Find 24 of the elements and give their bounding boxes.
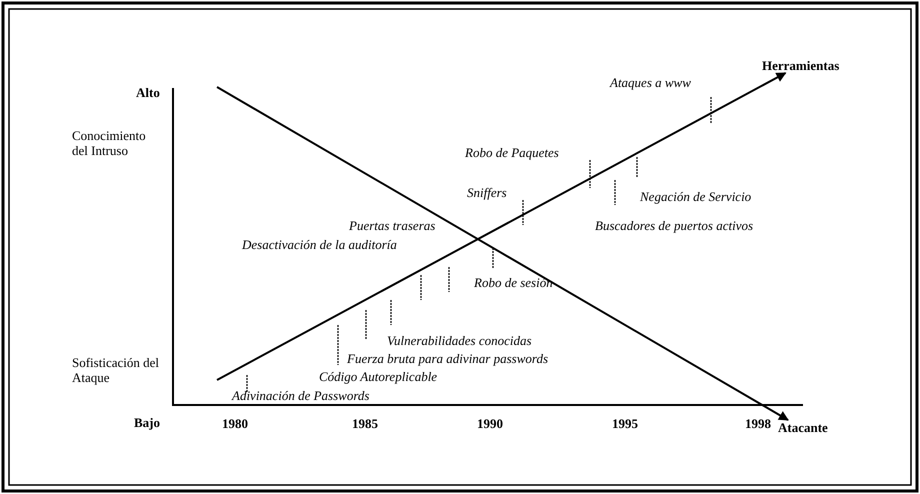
event-label: Robo de Paquetes	[465, 145, 559, 160]
line-end-label: Herramientas	[762, 58, 840, 73]
event-label: Sniffers	[467, 185, 507, 200]
year-label: 1995	[612, 416, 638, 431]
event-label: Fuerza bruta para adivinar passwords	[347, 351, 548, 366]
event-label: Vulnerabilidades conocidas	[387, 333, 532, 348]
level-label: Alto	[136, 85, 160, 100]
event-label: Adivinación de Passwords	[232, 388, 370, 403]
year-label: 1980	[222, 416, 248, 431]
year-label: 1990	[477, 416, 503, 431]
axis-label: Sofisticación del Ataque	[72, 355, 160, 385]
event-label: Buscadores de puertos activos	[595, 218, 754, 233]
year-label: 1998	[745, 416, 771, 431]
trend-arrow	[216, 72, 786, 381]
event-label: Negación de Servicio	[640, 189, 752, 204]
axis-label: Conocimiento del Intruso	[72, 128, 147, 158]
event-label: Ataques a www	[610, 75, 691, 90]
trend-arrow	[216, 86, 789, 421]
event-label: Puertas traseras	[349, 218, 436, 233]
level-label: Bajo	[134, 415, 160, 430]
year-label: 1985	[352, 416, 378, 431]
line-end-label: Atacante	[778, 420, 828, 435]
event-label: Desactivación de la auditoría	[242, 237, 397, 252]
event-label: Código Autoreplicable	[319, 369, 438, 384]
